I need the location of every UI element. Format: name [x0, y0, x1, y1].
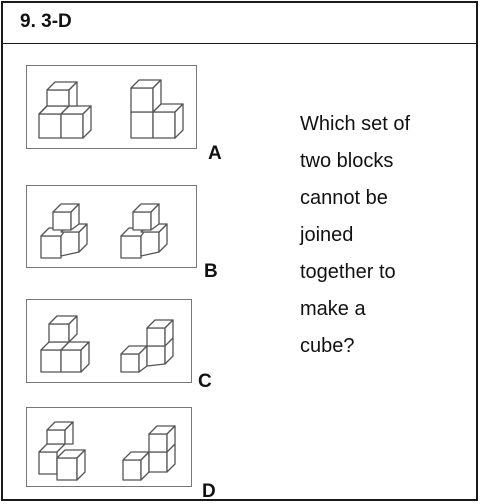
block-a-right — [130, 79, 184, 139]
question-line: Which set of — [300, 113, 411, 135]
block-pair-d — [38, 421, 176, 481]
question-number: 9. 3-D — [20, 11, 72, 32]
block-a-left — [38, 81, 92, 139]
block-c-left — [40, 315, 90, 373]
question-line: two blocks — [300, 150, 394, 172]
option-d-figure[interactable] — [26, 407, 192, 487]
question-line: make a — [300, 298, 366, 320]
option-a-figure[interactable] — [26, 65, 197, 149]
block-b-left — [40, 203, 88, 259]
question-line: cube? — [300, 335, 355, 357]
block-pair-a — [38, 79, 184, 139]
block-pair-b — [40, 203, 168, 259]
option-c-letter: C — [198, 371, 212, 392]
header-divider — [3, 43, 476, 44]
question-line: cannot be — [300, 187, 388, 209]
option-a-letter: A — [208, 143, 222, 164]
option-c-figure[interactable] — [26, 299, 192, 383]
question-text: Which set of two blocks cannot be joined… — [300, 106, 470, 365]
question-line: joined — [300, 224, 354, 246]
block-pair-c — [40, 315, 174, 373]
option-d-letter: D — [202, 481, 216, 502]
block-c-right — [120, 319, 174, 373]
block-d-left — [38, 421, 86, 481]
question-line: together to — [300, 261, 396, 283]
block-b-right — [120, 203, 168, 259]
option-b-letter: B — [204, 261, 218, 282]
block-d-right — [122, 425, 176, 481]
option-b-figure[interactable] — [26, 185, 197, 268]
